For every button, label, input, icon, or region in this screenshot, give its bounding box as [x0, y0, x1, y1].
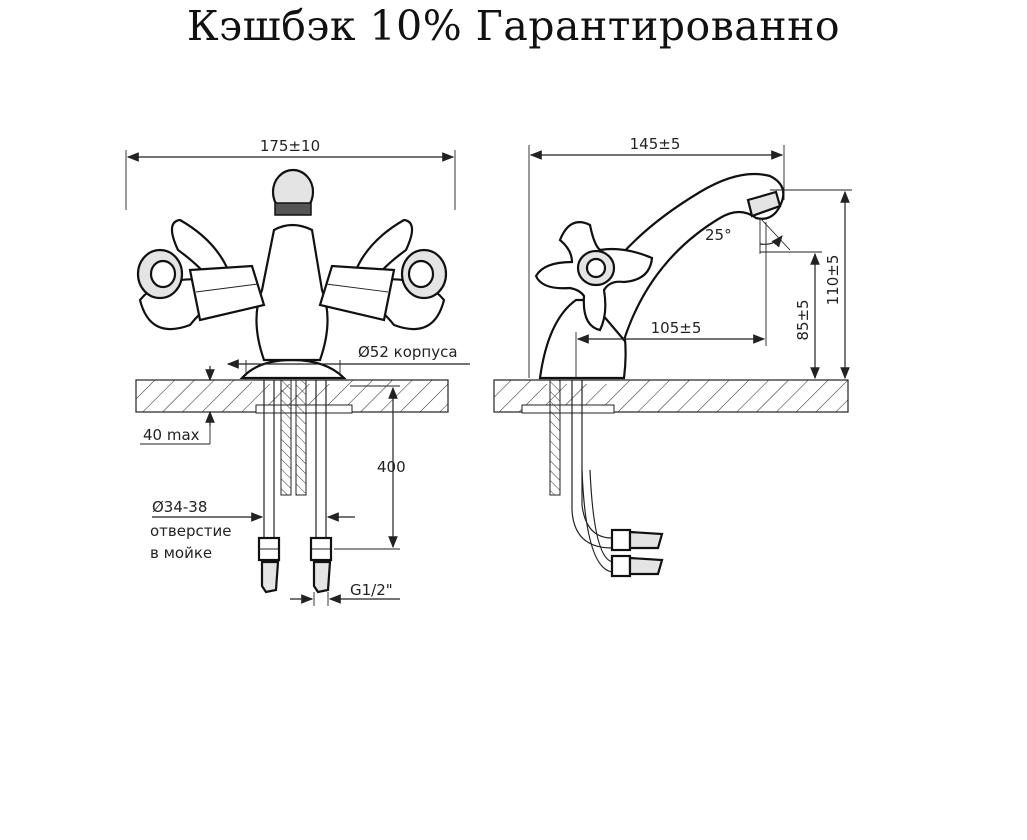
width-dimension-label: 175±10: [260, 137, 320, 155]
spout-height-label: 85±5: [794, 299, 812, 340]
spout-offset-label: 105±5: [651, 319, 702, 337]
front-view: 175±10: [125, 137, 470, 606]
body-diameter-label: Ø52 корпуса: [358, 343, 458, 361]
hole-diameter-label: Ø34-38: [152, 498, 207, 516]
thread-label: G1/2": [350, 581, 393, 599]
hose-length-label: 400: [377, 458, 406, 476]
side-view: 145±5 25° 85±5: [493, 135, 852, 578]
hole-label-line2: отверстие: [150, 522, 231, 540]
angle-label: 25°: [705, 226, 732, 244]
deck-thickness-label: 40 max: [143, 426, 200, 444]
total-height-label: 110±5: [824, 255, 842, 306]
page-title: Кэшбэк 10% Гарантированно: [186, 2, 841, 50]
hole-label-line3: в мойке: [150, 544, 212, 562]
reach-dimension-label: 145±5: [630, 135, 681, 153]
